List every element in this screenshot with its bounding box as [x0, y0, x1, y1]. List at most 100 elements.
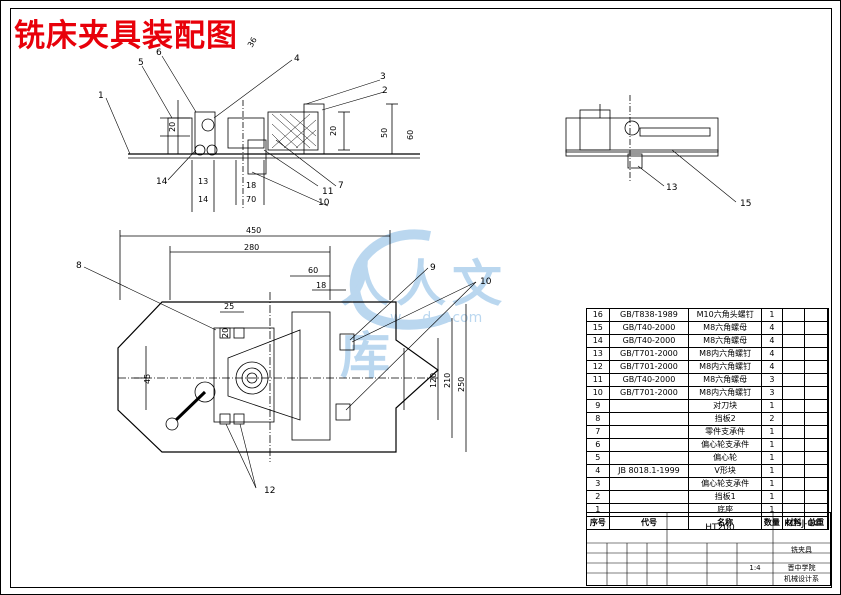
- bom-cell-rem: [827, 465, 829, 477]
- bom-cell-mat: [783, 426, 806, 438]
- watermark-swoosh-icon: [349, 229, 453, 330]
- callout-7: 7: [338, 181, 344, 191]
- bom-cell-no: 4: [586, 465, 610, 477]
- bom-cell-wt: [805, 309, 828, 321]
- bom-cell-no: 16: [586, 309, 610, 321]
- dim-plan-210: 210: [443, 373, 452, 388]
- dim-plan-18: 18: [316, 281, 326, 290]
- bom-cell-name: M8内六角螺钉: [689, 387, 763, 399]
- dim-plan-280: 280: [244, 243, 259, 252]
- bom-cell-qty: 1: [762, 491, 783, 503]
- bom-cell-wt: [805, 322, 828, 334]
- callout-10b: 10: [480, 277, 492, 287]
- bom-cell-qty: 1: [762, 400, 783, 412]
- bom-cell-wt: [805, 387, 828, 399]
- bom-cell-name: M8内六角螺钉: [689, 348, 763, 360]
- callout-10a: 10: [318, 198, 330, 208]
- bom-cell-code: [610, 504, 690, 516]
- side-view: [565, 95, 719, 182]
- title-block-grid: [587, 513, 830, 585]
- bom-cell-mat: [783, 335, 806, 347]
- bom-cell-code: GB/T701-2000: [610, 348, 690, 360]
- bom-cell-wt: [805, 348, 828, 360]
- bom-cell-rem: [827, 426, 829, 438]
- bom-cell-mat: [783, 309, 806, 321]
- bom-cell-qty: 1: [762, 465, 783, 477]
- dim-top-70: 70: [246, 195, 256, 204]
- bom-cell-rem: [827, 504, 829, 516]
- dim-plan-20: 20: [221, 328, 230, 338]
- callout-11: 11: [322, 187, 333, 197]
- bom-cell-qty: 4: [762, 322, 783, 334]
- callout-14: 14: [156, 177, 168, 187]
- bom-cell-qty: 4: [762, 361, 783, 373]
- bom-cell-code: GB/T701-2000: [610, 387, 690, 399]
- bom-cell-code: GB/T40-2000: [610, 374, 690, 386]
- callout-8: 8: [76, 261, 82, 271]
- bom-cell-rem: [827, 374, 829, 386]
- dim-top-36: 36: [246, 36, 259, 49]
- plan-view: 450 280 60 18 25 20 45 120 210 250: [117, 226, 467, 462]
- bom-cell-qty: 1: [762, 504, 783, 516]
- callout-2: 2: [382, 86, 388, 96]
- bom-cell-rem: [827, 309, 829, 321]
- callout-1: 1: [98, 91, 104, 101]
- bom-cell-qty: 2: [762, 413, 783, 425]
- bom-cell-mat: [783, 439, 806, 451]
- bom-cell-mat: [783, 361, 806, 373]
- bom-cell-no: 7: [586, 426, 610, 438]
- bom-cell-no: 10: [586, 387, 610, 399]
- bom-cell-name: M8六角螺母: [689, 374, 763, 386]
- bom-cell-mat: [783, 465, 806, 477]
- title-block-school: 晋中学院: [787, 564, 816, 572]
- bom-cell-wt: [805, 335, 828, 347]
- bom-cell-qty: 4: [762, 348, 783, 360]
- bom-cell-qty: 4: [762, 335, 783, 347]
- bom-header-qty: 数量: [762, 517, 783, 529]
- bom-cell-wt: [805, 478, 828, 490]
- bom-cell-code: [610, 452, 690, 464]
- bom-cell-code: GB/T40-2000: [610, 322, 690, 334]
- bom-cell-wt: [805, 400, 828, 412]
- bom-cell-qty: 1: [762, 478, 783, 490]
- bom-cell-wt: [805, 504, 828, 516]
- bom-cell-mat: [783, 322, 806, 334]
- dim-top-20: 20: [329, 126, 338, 136]
- bom-cell-wt: [805, 439, 828, 451]
- bom-cell-no: 11: [586, 374, 610, 386]
- dim-plan-45: 45: [143, 374, 152, 384]
- bom-cell-mat: [783, 504, 806, 516]
- bom-cell-qty: 1: [762, 426, 783, 438]
- bom-cell-qty: 1: [762, 439, 783, 451]
- title-block-drawing-no: KCSJ-04: [784, 519, 819, 529]
- bom-cell-code: [610, 426, 690, 438]
- bom-cell-name: 偏心轮: [689, 452, 763, 464]
- bom-cell-mat: [783, 348, 806, 360]
- bom-cell-name: 挡板1: [689, 491, 763, 503]
- bom-header-code: 代号: [610, 517, 690, 529]
- watermark-url: w.....d..c.com: [390, 310, 483, 326]
- dim-top-20b: 20: [168, 122, 177, 132]
- bom-header-name: 名称: [689, 517, 763, 529]
- bom-cell-name: 对刀块: [689, 400, 763, 412]
- bom-cell-code: [610, 478, 690, 490]
- title-block-scale: 1:4: [749, 564, 761, 572]
- bom-cell-rem: [827, 361, 829, 373]
- callout-5: 5: [138, 58, 144, 68]
- bom-cell-name: M8六角螺母: [689, 322, 763, 334]
- callout-12: 12: [264, 486, 275, 496]
- bom-cell-no: 5: [586, 452, 610, 464]
- bom-cell-name: M8内六角螺钉: [689, 361, 763, 373]
- bom-cell-mat: [783, 478, 806, 490]
